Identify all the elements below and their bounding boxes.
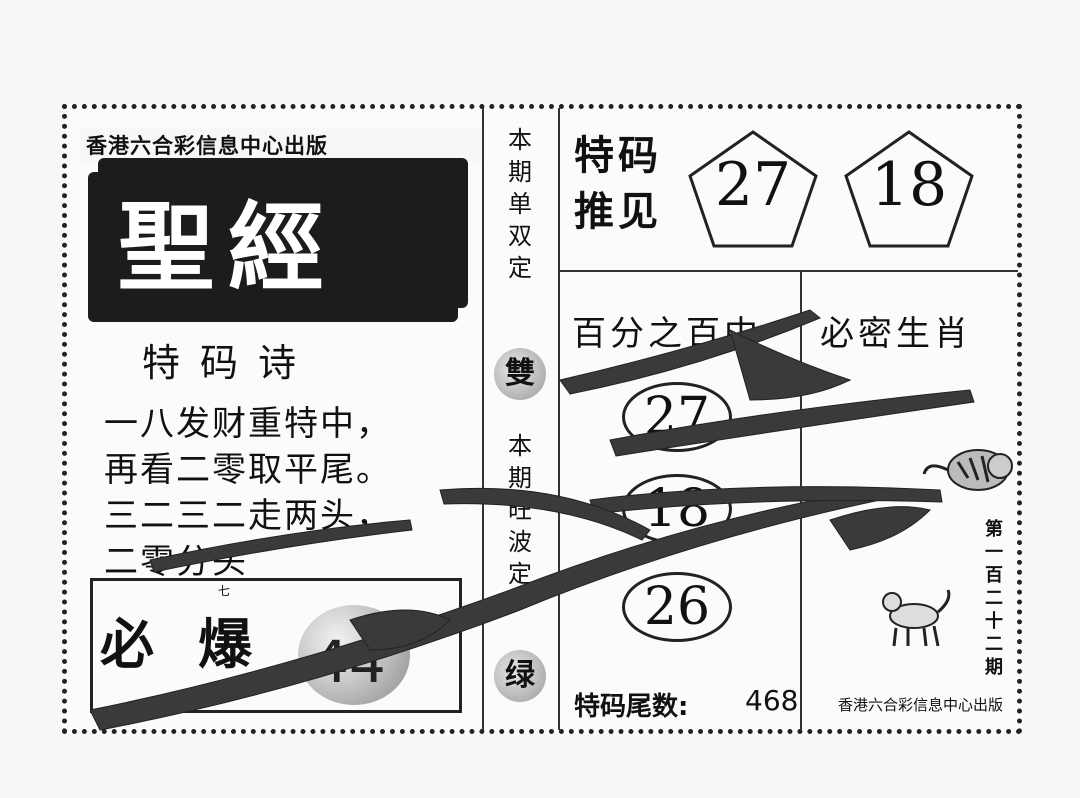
tema-number: 18 <box>870 150 948 220</box>
tiger-icon <box>922 449 1013 491</box>
odd-even-label: 本期单双定 <box>508 126 532 282</box>
tema-number: 27 <box>714 150 792 220</box>
circled-number: 26 <box>622 572 732 642</box>
bibao-label: 必爆 <box>100 613 296 676</box>
tail-value: 468 <box>745 684 799 717</box>
zodiac-text: 必密生肖 <box>820 314 972 354</box>
tail-label: 特码尾数: <box>574 692 689 722</box>
publisher-footer: 香港六合彩信息中心出版 <box>838 696 1004 714</box>
publisher-heading: 香港六合彩信息中心出版 <box>80 128 482 162</box>
poem-line: 再看二零取平尾。 <box>104 450 392 490</box>
pentagon-shape <box>844 130 974 248</box>
wave-badge: 绿 <box>494 650 546 702</box>
divider-horizontal <box>558 270 1018 272</box>
pentagon-shape <box>688 130 818 248</box>
poem-line: 一八发财重特中， <box>104 404 392 444</box>
divider-middle <box>558 108 560 730</box>
tema-label: 特码推见 <box>574 133 662 235</box>
title-banner <box>98 158 468 308</box>
bird-branch-illustration <box>90 309 975 731</box>
odd-even-badge: 雙 <box>494 348 546 400</box>
dog-icon <box>882 589 951 647</box>
bibao-box <box>90 578 462 713</box>
poem-title: 特码诗 <box>142 341 317 385</box>
bibao-small-mark: 七 <box>218 584 231 598</box>
page-title: 聖經 <box>118 192 338 304</box>
issue-number: 第一百二十二期 <box>985 519 1003 678</box>
divider-left <box>482 108 484 730</box>
